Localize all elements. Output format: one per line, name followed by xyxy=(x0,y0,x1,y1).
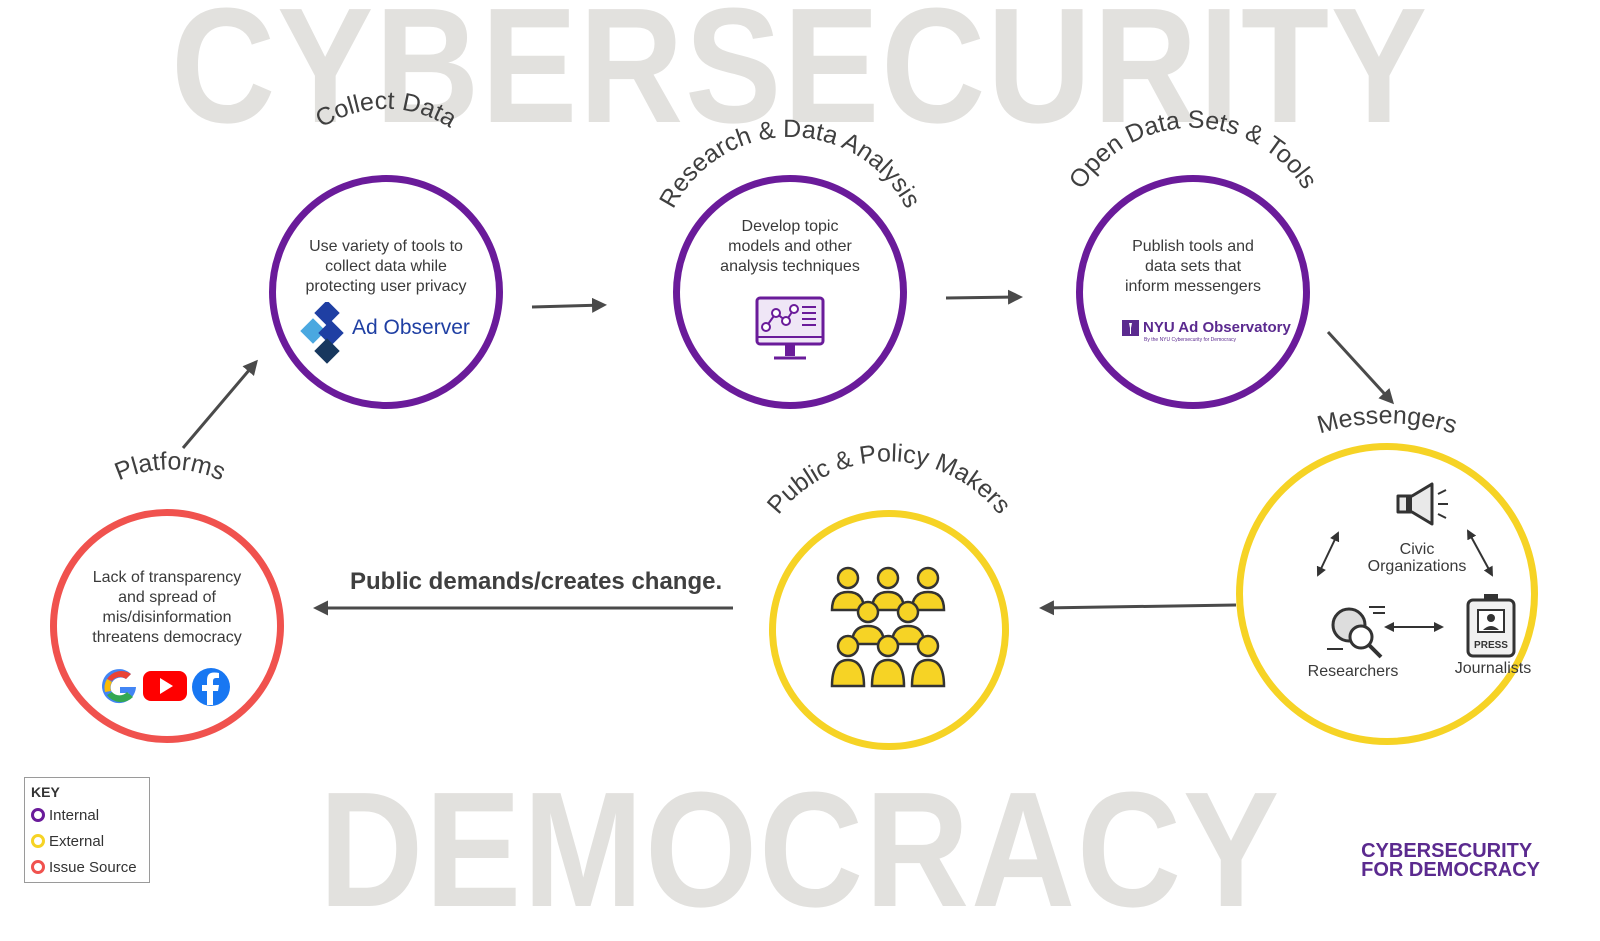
arrow-messengers-to-public xyxy=(1039,600,1237,616)
brand-logo: CYBERSECURITY FOR DEMOCRACY xyxy=(1361,840,1540,881)
arrow-research-to-opendata xyxy=(945,289,1023,305)
facebook-icon xyxy=(192,668,230,706)
svg-text:PRESS: PRESS xyxy=(1474,640,1508,651)
legend-item-external: External xyxy=(31,828,143,854)
legend-item-internal: Internal xyxy=(31,802,143,828)
puzzle-pieces-icon xyxy=(300,300,344,364)
nyu-logo-subtext: By the NYU Cybersecurity for Democracy xyxy=(1144,337,1236,343)
journalists-label: Journalists xyxy=(1454,660,1532,677)
data-analysis-monitor-icon xyxy=(755,296,825,360)
researcher-magnifier-icon xyxy=(1327,606,1385,659)
flow-arrows xyxy=(181,289,1395,616)
messenger-relation-arrows xyxy=(1316,529,1493,632)
ad-observer-logo: Ad Observer xyxy=(300,300,470,366)
legend-dot-external xyxy=(31,834,45,848)
legend-item-issue-source: Issue Source xyxy=(31,854,143,880)
civic-organizations-label: Civic Organizations xyxy=(1367,541,1467,575)
google-icon xyxy=(102,669,136,704)
legend-dot-issue-source xyxy=(31,860,45,874)
arrow-collect-to-research xyxy=(531,297,607,313)
researchers-label: Researchers xyxy=(1307,663,1399,680)
node-collect-data: Use variety of tools to collect data whi… xyxy=(269,175,503,409)
title-research: Research & Data Analysis xyxy=(654,115,926,213)
public-change-banner: Public demands/creates change. xyxy=(350,568,723,595)
node-open-data: Publish tools and data sets that inform … xyxy=(1076,175,1310,409)
collect-description: Use variety of tools to collect data whi… xyxy=(305,238,467,295)
press-badge-icon: PRESS xyxy=(1466,594,1516,658)
open-data-description: Publish tools and data sets that inform … xyxy=(1124,238,1262,295)
background-title-cybersecurity: CYBERSECURITY xyxy=(171,0,1429,157)
node-research: Develop topic models and other analysis … xyxy=(673,175,907,409)
megaphone-icon xyxy=(1396,482,1448,526)
node-public-policy xyxy=(769,510,1009,750)
arrow-platforms-to-collect xyxy=(181,359,258,449)
legend-dot-internal xyxy=(31,808,45,822)
title-collect-data: Collect Data xyxy=(311,87,462,134)
crowd-icon xyxy=(830,566,946,688)
nyu-torch-icon xyxy=(1122,319,1139,336)
legend-title: KEY xyxy=(31,784,60,800)
nyu-ad-observatory-logo: NYU Ad Observatory By the NYU Cybersecur… xyxy=(1122,319,1302,343)
youtube-icon xyxy=(143,671,187,701)
research-description: Develop topic models and other analysis … xyxy=(720,218,860,275)
node-titles: Collect Data Research & Data Analysis Op… xyxy=(111,87,1460,519)
nyu-logo-label: NYU Ad Observatory xyxy=(1143,319,1291,336)
title-public-policy: Public & Policy Makers xyxy=(762,439,1017,519)
ad-observer-label: Ad Observer xyxy=(352,316,470,339)
node-platforms: Lack of transparency and spread of mis/d… xyxy=(50,509,284,743)
arrow-opendata-to-messengers xyxy=(1326,330,1395,405)
title-open-data: Open Data Sets & Tools xyxy=(1064,106,1323,194)
title-messengers: Messengers xyxy=(1314,401,1460,439)
title-platforms: Platforms xyxy=(111,447,230,486)
legend-key: KEY Internal External Issue Source xyxy=(24,777,150,883)
platforms-description: Lack of transparency and spread of mis/d… xyxy=(92,569,242,646)
